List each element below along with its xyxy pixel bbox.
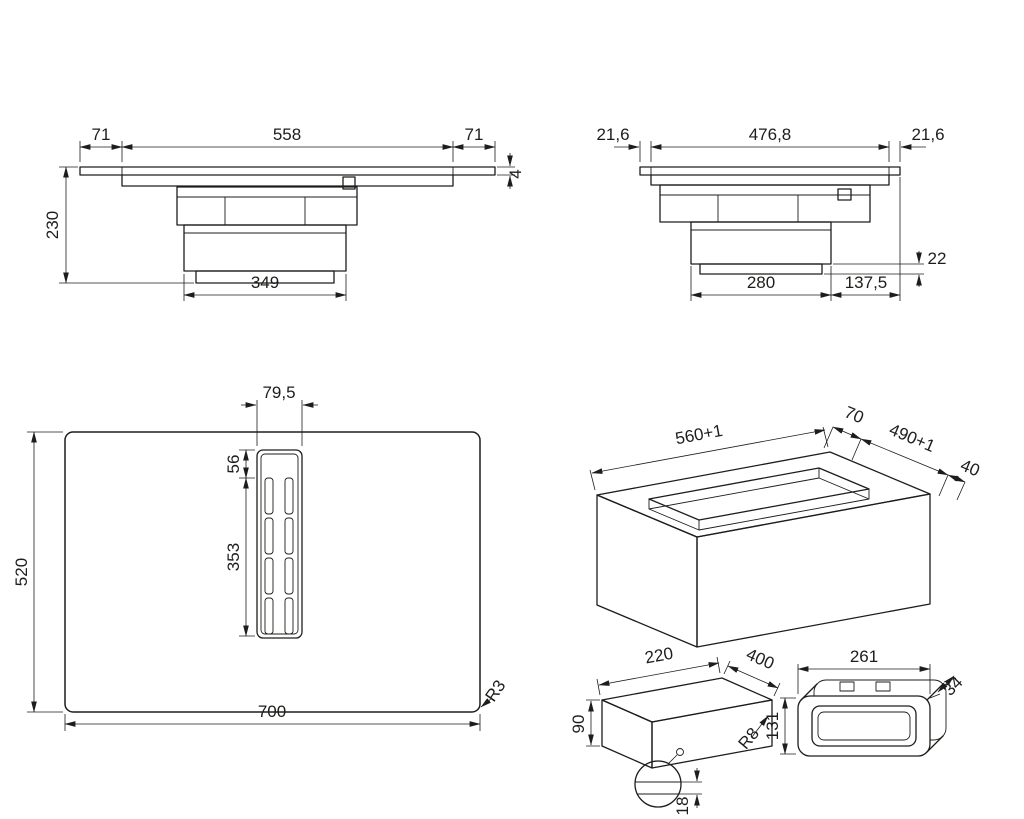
dim-front-clearance: 40 bbox=[958, 456, 983, 481]
top-plan-view: 79,5 56 353 520 700 R3 bbox=[12, 383, 510, 731]
plenum-housing bbox=[176, 186, 358, 226]
duct-box-dimension-lines bbox=[586, 656, 781, 747]
hole-position-marker bbox=[676, 748, 684, 756]
outlet-flange-dimension-lines bbox=[780, 664, 957, 755]
motor-housing-side bbox=[690, 221, 832, 265]
duct-box-body bbox=[601, 677, 773, 769]
dim-front-left-overhang: 71 bbox=[92, 125, 111, 144]
duct-box-view: 220 400 90 R8 18 bbox=[569, 644, 781, 816]
dim-hole-offset: 18 bbox=[673, 797, 692, 816]
outlet-flange-view: 261 34 131 bbox=[763, 647, 967, 757]
dim-cutout-length: 560+1 bbox=[674, 421, 724, 448]
housing-base bbox=[195, 270, 335, 284]
dim-duct-depth: 400 bbox=[743, 645, 777, 674]
housing-base-side bbox=[699, 263, 823, 275]
hob-frame-tray-side bbox=[650, 174, 890, 186]
mounting-bracket-side bbox=[837, 188, 852, 201]
front-section-dimension-lines bbox=[59, 141, 515, 301]
hole-detail bbox=[634, 748, 702, 808]
worktop-cutout-view: 560+1 70 490+1 40 bbox=[589, 403, 983, 648]
side-section-body bbox=[639, 166, 901, 275]
dim-hob-width: 700 bbox=[258, 702, 286, 721]
dim-side-left-overhang: 21,6 bbox=[596, 125, 629, 144]
front-section-view: 71 558 71 4 230 349 bbox=[43, 125, 525, 301]
dim-side-top-width: 476,8 bbox=[749, 125, 792, 144]
dim-flange-depth: 34 bbox=[940, 673, 967, 700]
flange-opening-outer bbox=[811, 705, 917, 747]
dim-flange-height: 131 bbox=[763, 712, 782, 740]
outlet-flange-body bbox=[797, 679, 947, 757]
dim-flange-width: 261 bbox=[850, 647, 878, 666]
side-section-dimension-lines bbox=[614, 141, 926, 301]
front-section-body bbox=[79, 166, 496, 284]
flange-tab bbox=[839, 681, 855, 692]
dim-duct-length: 220 bbox=[643, 644, 674, 668]
side-section-view: 21,6 476,8 21,6 22 280 137,5 bbox=[596, 125, 946, 301]
dim-grille-width: 79,5 bbox=[262, 383, 295, 402]
cutout-opening bbox=[648, 467, 870, 521]
flange-opening-inner bbox=[817, 711, 911, 741]
hob-glass-profile bbox=[79, 166, 496, 176]
dim-grille-offset: 56 bbox=[224, 455, 243, 474]
hob-outline bbox=[64, 431, 481, 713]
dim-flange-height: 22 bbox=[928, 249, 947, 268]
extractor-grille bbox=[256, 449, 303, 639]
dim-back-clearance: 70 bbox=[842, 403, 867, 428]
top-plan-dimension-lines bbox=[27, 400, 493, 731]
dim-front-right-overhang: 71 bbox=[465, 125, 484, 144]
dim-side-housing-offset: 137,5 bbox=[845, 273, 888, 292]
dim-grille-length: 353 bbox=[224, 543, 243, 571]
flange-front-face bbox=[797, 695, 931, 757]
dim-side-right-overhang: 21,6 bbox=[911, 125, 944, 144]
hole-detail-circle bbox=[634, 760, 682, 808]
dim-duct-height: 90 bbox=[569, 715, 588, 734]
hob-glass-profile-side bbox=[639, 166, 901, 176]
worktop-box bbox=[596, 451, 931, 648]
dim-side-housing-width: 280 bbox=[747, 273, 775, 292]
dim-overall-height: 230 bbox=[43, 211, 62, 239]
mounting-bracket bbox=[342, 176, 356, 190]
dim-hob-corner-radius: R3 bbox=[481, 676, 509, 705]
hob-frame-tray bbox=[121, 174, 454, 187]
dim-hob-depth: 520 bbox=[12, 558, 31, 586]
motor-housing bbox=[183, 224, 347, 272]
dim-glass-thickness: 4 bbox=[506, 169, 525, 178]
flange-tab bbox=[875, 681, 891, 692]
dim-cutout-depth: 490+1 bbox=[886, 420, 937, 456]
worktop-cutout-dimension-lines bbox=[589, 426, 966, 501]
dim-front-top-width: 558 bbox=[273, 125, 301, 144]
dim-front-housing-width: 349 bbox=[251, 273, 279, 292]
